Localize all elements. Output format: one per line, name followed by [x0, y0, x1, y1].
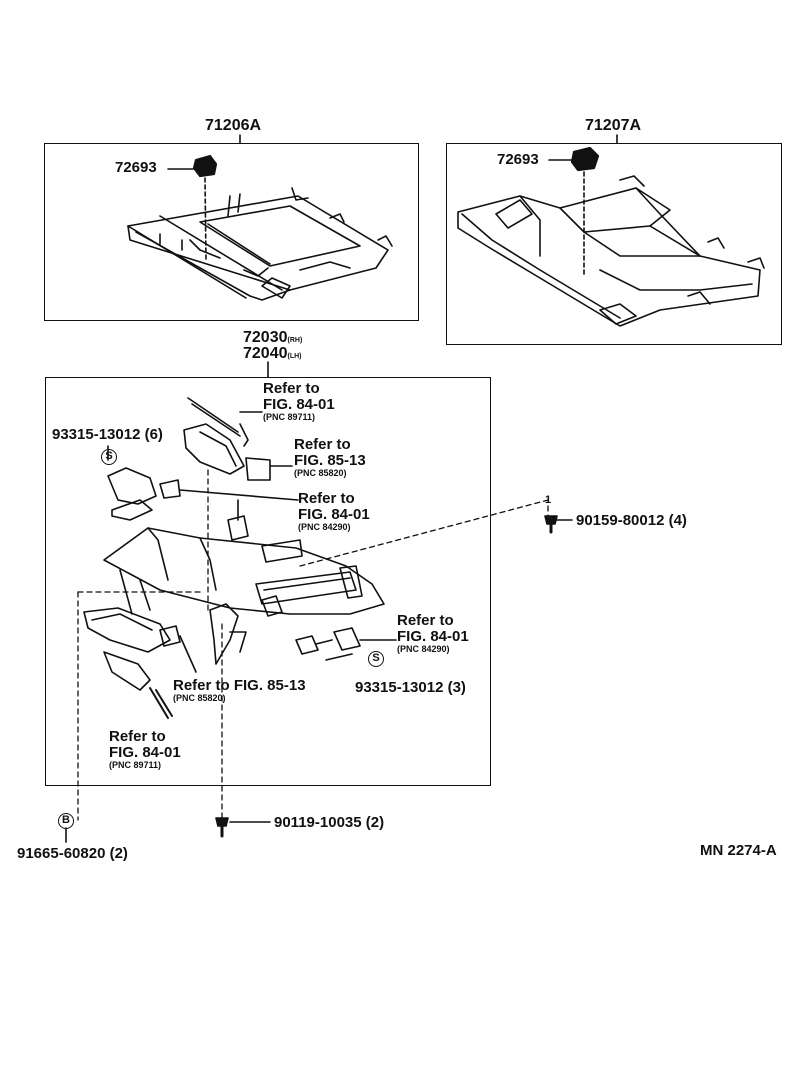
diagram-code: MN 2274-A [700, 842, 777, 859]
s-symbol-icon-2: S [368, 651, 384, 667]
ref-title: Refer to [294, 436, 351, 453]
part-number-71206a: 71206A [205, 117, 262, 134]
lh-suffix: (LH) [287, 353, 302, 360]
s-symbol-icon: S [101, 449, 117, 465]
fastener-93315-13012-3: 93315-13012 (3) [355, 679, 466, 696]
part-number-72693-left: 72693 [115, 159, 157, 176]
rh-suffix: (RH) [287, 337, 303, 344]
ref-pnc: (PNC 84290) [397, 643, 450, 654]
part-number-72030-value: 72030 [243, 329, 288, 346]
ref-fig: FIG. 84-01 [263, 395, 335, 413]
ref-title: Refer to FIG. 85-13 [173, 677, 306, 694]
b-symbol-icon: B [58, 813, 74, 829]
seat-track-right-drawing [457, 146, 765, 327]
ref-block-5: Refer to FIG. 85-13 (PNC 85820) [173, 678, 306, 703]
ref-pnc: (PNC 89711) [263, 411, 316, 422]
part-number-72040-value: 72040 [243, 345, 288, 362]
ref-block-2: Refer to FIG. 85-13 (PNC 85820) [294, 437, 366, 478]
ref-block-3: Refer to FIG. 84-01 (PNC 84290) [298, 491, 370, 532]
fastener-93315-13012-6: 93315-13012 (6) [52, 426, 163, 443]
ref-block-1: Refer to FIG. 84-01 (PNC 89711) [263, 381, 335, 422]
ref-title: Refer to [397, 612, 454, 629]
ref-fig: FIG. 84-01 [397, 627, 469, 645]
fastener-90119-10035-2: 90119-10035 (2) [274, 814, 385, 831]
upper-left-frame-box [44, 143, 419, 321]
main-assembly-drawing [65, 397, 573, 843]
seat-track-left-drawing [127, 154, 393, 301]
part-number-72030: 72030(RH) [243, 330, 302, 346]
ref-fig: FIG. 84-01 [109, 743, 181, 761]
upper-right-frame-box [446, 143, 782, 345]
ref-block-4: Refer to FIG. 84-01 (PNC 84290) [397, 613, 469, 654]
ref-title: Refer to [263, 380, 320, 397]
ref-pnc: (PNC 89711) [109, 759, 162, 770]
marker-1: 1 [545, 494, 552, 506]
ref-pnc: (PNC 84290) [298, 521, 351, 532]
ref-fig: FIG. 84-01 [298, 505, 370, 523]
part-number-72693-right: 72693 [497, 151, 539, 168]
part-number-72040: 72040(LH) [243, 346, 302, 362]
fastener-91665-60820-2: 91665-60820 (2) [17, 845, 128, 862]
fastener-90159-80012-4: 90159-80012 (4) [576, 512, 687, 529]
ref-pnc: (PNC 85820) [173, 692, 226, 703]
ref-block-6: Refer to FIG. 84-01 (PNC 89711) [109, 729, 181, 770]
ref-pnc: (PNC 85820) [294, 467, 347, 478]
ref-title: Refer to [109, 728, 166, 745]
ref-title: Refer to [298, 490, 355, 507]
part-number-71207a: 71207A [585, 117, 642, 134]
ref-fig: FIG. 85-13 [294, 451, 366, 469]
